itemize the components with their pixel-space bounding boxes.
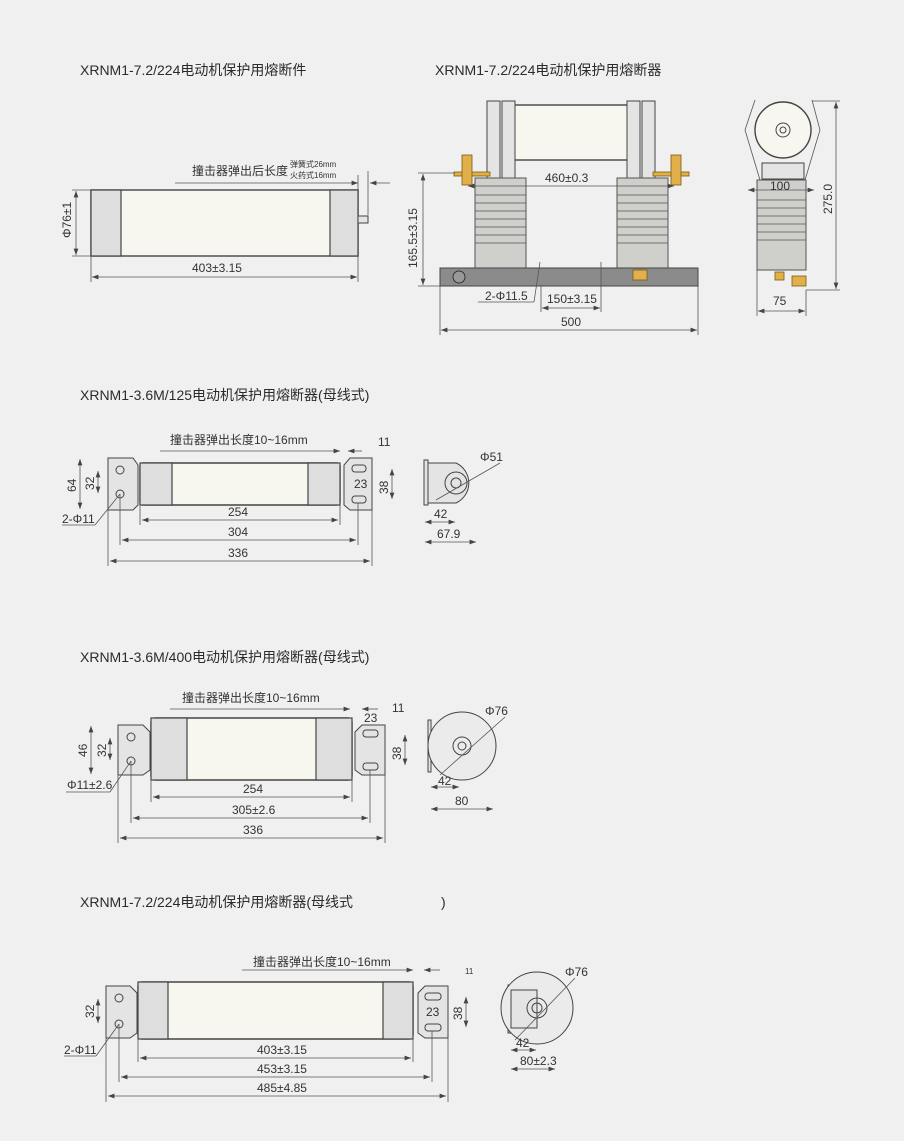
busbar-fuse-224-drawing: XRNM1-7.2/224电动机保护用熔断器(母线式 ) 撞击器弹出长度10~1… — [64, 894, 588, 1102]
left-bracket — [117, 724, 151, 776]
dim-336: 336 — [243, 823, 263, 837]
dim-67-9: 67.9 — [437, 527, 461, 541]
section5-title: XRNM1-7.2/224电动机保护用熔断器(母线式 — [80, 894, 353, 910]
width-label: 500 — [561, 315, 581, 329]
diameter-label: Φ76±1 — [60, 201, 74, 238]
busbar-fuse-125-drawing: XRNM1-3.6M/125电动机保护用熔断器(母线式) 撞击器弹出长度10~1… — [62, 387, 503, 566]
dim-403: 403±3.15 — [257, 1043, 307, 1057]
dim-254: 254 — [228, 505, 248, 519]
section2-title: XRNM1-7.2/224电动机保护用熔断器 — [435, 62, 661, 78]
dim-64: 64 — [65, 478, 79, 492]
dim-80: 80 — [455, 794, 469, 808]
section3-title: XRNM1-3.6M/125电动机保护用熔断器(母线式) — [80, 387, 369, 403]
fuse-link-drawing: XRNM1-7.2/224电动机保护用熔断件 撞击器弹出后长度 弹簧式26mm … — [60, 62, 390, 282]
side-view: Φ76 42 80 — [427, 704, 508, 812]
side-base-label: 75 — [773, 294, 787, 308]
striker-pin — [357, 215, 369, 224]
dim-11: 11 — [378, 435, 391, 449]
dim-32: 32 — [95, 743, 109, 757]
fuse-tube — [504, 104, 631, 161]
length-label: 403±3.15 — [192, 261, 242, 275]
dim-38: 38 — [377, 480, 391, 494]
insulator-right — [616, 177, 669, 269]
right-bracket — [354, 724, 386, 776]
fuse-assembly-drawing: XRNM1-7.2/224电动机保护用熔断器 460±0.3 165.5±3.1… — [406, 62, 840, 335]
dim-38: 38 — [451, 1006, 465, 1020]
insulator-left — [474, 177, 527, 269]
dia-label: Φ76 — [485, 704, 508, 718]
dim-32: 32 — [83, 1004, 97, 1018]
section5-title-close: ) — [441, 894, 446, 910]
dim-46: 46 — [76, 743, 90, 757]
dim-23: 23 — [364, 711, 378, 725]
dia-label: Φ51 — [480, 450, 503, 464]
left-bracket — [105, 985, 138, 1039]
dim-453: 453±3.15 — [257, 1062, 307, 1076]
striker-label: 撞击器弹出长度10~16mm — [253, 954, 391, 969]
dim-336: 336 — [228, 546, 248, 560]
left-bracket — [107, 457, 139, 511]
dim-304: 304 — [228, 525, 248, 539]
end-cap — [90, 189, 122, 257]
dim-42: 42 — [434, 507, 448, 521]
busbar-fuse-400-drawing: XRNM1-3.6M/400电动机保护用熔断器(母线式) 撞击器弹出长度10~1… — [66, 649, 508, 843]
fuse-body — [137, 981, 414, 1040]
dim-42: 42 — [516, 1036, 530, 1050]
striker-label: 撞击器弹出后长度 — [192, 163, 288, 178]
side-view: 100 275.0 75 — [744, 99, 840, 316]
dim-305: 305±2.6 — [232, 803, 276, 817]
dim-80: 80±2.3 — [520, 1054, 557, 1068]
end-cap — [329, 189, 359, 257]
hole-spacing-label: 150±3.15 — [547, 292, 597, 306]
side-height-label: 275.0 — [821, 184, 835, 214]
dim-23: 23 — [354, 477, 368, 491]
dim-11: 11 — [392, 701, 405, 715]
base-plate — [439, 267, 699, 287]
holes-label: 2-Φ11.5 — [485, 289, 528, 303]
holes-label: 2-Φ11 — [64, 1043, 97, 1057]
height-label: 165.5±3.15 — [406, 208, 420, 268]
spring-note: 弹簧式26mm — [290, 159, 337, 169]
holes-label: 2-Φ11 — [62, 512, 95, 526]
section4-title: XRNM1-3.6M/400电动机保护用熔断器(母线式) — [80, 649, 369, 665]
dim-254: 254 — [243, 782, 263, 796]
dim-23: 23 — [426, 1005, 440, 1019]
striker-label: 撞击器弹出长度10~16mm — [182, 690, 320, 705]
dim-32: 32 — [83, 476, 97, 490]
dim-38: 38 — [390, 746, 404, 760]
holes-label: Φ11±2.6 — [67, 778, 113, 792]
section1-title: XRNM1-7.2/224电动机保护用熔断件 — [80, 62, 306, 78]
dim-11: 11 — [465, 967, 474, 976]
dim-485: 485±4.85 — [257, 1081, 307, 1095]
side-view: Φ76 42 80±2.3 — [500, 965, 588, 1072]
fuse-body — [90, 189, 359, 257]
side-top-label: 100 — [770, 179, 790, 193]
powder-note: 火药式16mm — [290, 170, 337, 180]
dim-42: 42 — [438, 774, 452, 788]
dia-label: Φ76 — [565, 965, 588, 979]
side-view: Φ51 42 67.9 — [423, 450, 503, 545]
striker-label: 撞击器弹出长度10~16mm — [170, 432, 308, 447]
spacing-label: 460±0.3 — [545, 171, 589, 185]
